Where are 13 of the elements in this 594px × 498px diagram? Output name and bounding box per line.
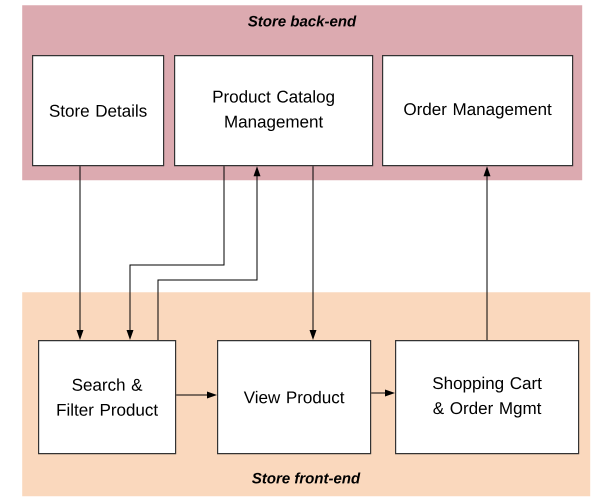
arrow: [176, 392, 217, 398]
arrow: [370, 390, 395, 396]
arrow: [484, 166, 490, 340]
arrow: [310, 166, 316, 340]
process-box: Shopping Cart & Order Mgmt: [395, 340, 580, 454]
process-box: Store Details: [32, 55, 164, 166]
process-box: Search & Filter Product: [38, 340, 176, 454]
arrow: [76, 166, 84, 340]
arrow: [126, 166, 224, 340]
process-box: Order Management: [382, 55, 574, 166]
arrow: [158, 166, 260, 340]
process-box: View Product: [217, 340, 372, 454]
process-box: Product Catalog Management: [174, 55, 374, 166]
